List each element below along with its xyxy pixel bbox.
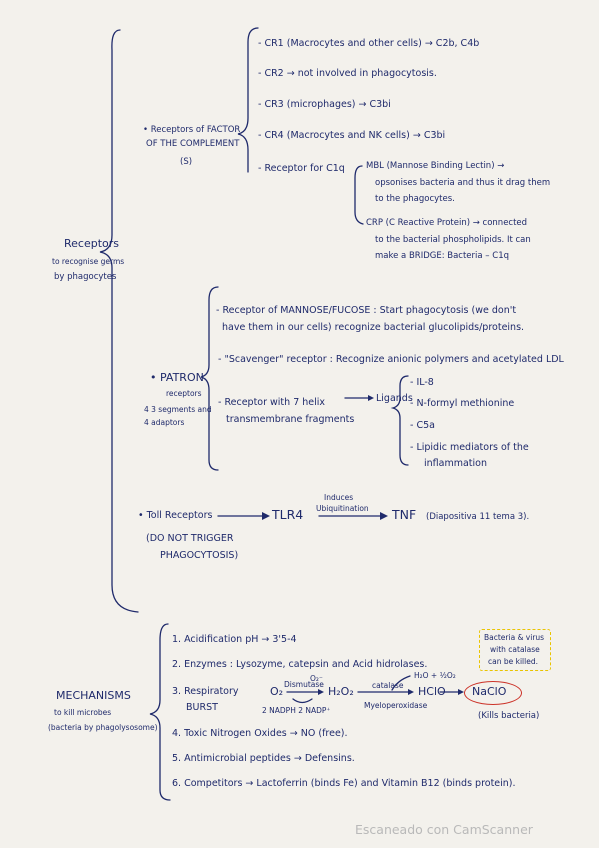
mechanism-4: 4. Toxic Nitrogen Oxides → NO (free).	[172, 728, 348, 739]
catalase-note-3: can be killed.	[488, 657, 538, 666]
cr3-line: - CR3 (microphages) → C3bi	[258, 99, 391, 110]
tnf-note: (Diapositiva 11 tema 3).	[426, 512, 530, 522]
receptors-title-1: Receptors	[64, 237, 120, 250]
h2o2-label: H₂O₂	[328, 685, 354, 698]
ligand-il8: - IL-8	[410, 377, 434, 388]
ligand-lipidic-2: inflammation	[424, 458, 487, 469]
kills-bacteria-label: (Kills bacteria)	[478, 711, 540, 721]
complement-label-2: OF THE COMPLEMENT	[146, 139, 240, 149]
crp-line-3: make a BRIDGE: Bacteria – C1q	[375, 251, 509, 261]
nadph-label: 2 NADPH 2 NADP⁺	[262, 706, 331, 715]
naclo-label: NaClO	[472, 685, 507, 698]
cr4-line: - CR4 (Macrocytes and NK cells) → C3bi	[258, 130, 446, 141]
catalase-label: catalase	[372, 681, 404, 690]
h2o-o2-label: H₂O + ½O₂	[414, 671, 456, 680]
mechanisms-title-1: MECHANISMS	[56, 689, 131, 702]
ligands-label: Ligands	[376, 393, 413, 404]
crp-line-2: to the bacterial phospholipids. It can	[375, 235, 531, 245]
bracket-receptors	[99, 29, 139, 613]
toll-note-2: PHAGOCYTOSIS)	[160, 550, 239, 561]
c1q-line: - Receptor for C1q	[258, 163, 345, 174]
bracket-c1q	[354, 165, 364, 225]
ligand-lipidic-1: - Lipidic mediators of the	[410, 442, 529, 453]
toll-note-1: (DO NOT TRIGGER	[146, 533, 234, 544]
camscanner-watermark: Escaneado con CamScanner	[355, 822, 533, 837]
respiratory-label-2: BURST	[186, 702, 218, 713]
catalase-note-2: with catalase	[490, 645, 540, 654]
respiratory-label-1: 3. Respiratory	[172, 686, 239, 697]
dismutase-label: Dismutase	[284, 680, 324, 689]
mechanisms-title-2: to kill microbes	[54, 708, 112, 717]
patron-label-4: 4 adaptors	[144, 418, 185, 427]
mechanisms-title-3: (bacteria by phagolysosome)	[48, 723, 158, 732]
patron-label-1: • PATRON	[150, 371, 204, 384]
mannose-line-2: have them in our cells) recognize bacter…	[222, 322, 525, 333]
seven-helix-line-2: transmembrane fragments	[226, 414, 355, 425]
bracket-mechanisms	[149, 623, 171, 801]
mbl-line-3: to the phagocytes.	[375, 194, 455, 204]
receptors-title-2: to recognise germs	[52, 257, 125, 266]
ubiquitination-label: Ubiquitination	[316, 504, 369, 513]
bracket-complement	[237, 27, 259, 173]
crp-line-1: CRP (C Reactive Protein) → connected	[366, 218, 528, 228]
patron-label-2: receptors	[166, 389, 202, 398]
ligand-nfmet: - N-formyl methionine	[410, 398, 515, 409]
ligand-c5a: - C5a	[410, 420, 435, 431]
toll-label: • Toll Receptors	[138, 510, 213, 521]
scavenger-line: - "Scavenger" receptor : Recognize anion…	[218, 354, 564, 365]
mannose-line-1: - Receptor of MANNOSE/FUCOSE : Start pha…	[216, 305, 517, 316]
mechanism-5: 5. Antimicrobial peptides → Defensins.	[172, 753, 355, 764]
bracket-ligands	[390, 375, 409, 466]
complement-label-1: • Receptors of FACTOR	[143, 125, 241, 135]
o2-minus-label: O₂⁻	[310, 674, 323, 683]
mechanism-1: 1. Acidification pH → 3'5-4	[172, 634, 297, 645]
receptors-title-3: by phagocytes	[54, 272, 117, 282]
bracket-patron	[200, 286, 219, 471]
cr1-line: - CR1 (Macrocytes and other cells) → C2b…	[258, 38, 480, 49]
naclo-circle	[464, 681, 522, 705]
tnf: TNF	[392, 507, 417, 522]
hclo-label: HClO	[418, 685, 446, 698]
mechanism-2: 2. Enzymes : Lysozyme, catepsin and Acid…	[172, 659, 428, 670]
mbl-line-2: opsonises bacteria and thus it drag them	[375, 178, 551, 188]
seven-helix-line-1: - Receptor with 7 helix	[218, 397, 326, 408]
mbl-line-1: MBL (Mannose Binding Lectin) →	[366, 161, 505, 171]
myeloperoxidase-label: Myeloperoxidase	[364, 701, 428, 710]
complement-label-3: (S)	[180, 157, 193, 167]
catalase-note-1: Bacteria & virus	[484, 633, 545, 642]
mechanism-6: 6. Competitors → Lactoferrin (binds Fe) …	[172, 778, 516, 789]
patron-label-3: 4 3 segments and	[144, 405, 212, 414]
induces-label: Induces	[324, 493, 354, 502]
cr2-line: - CR2 → not involved in phagocytosis.	[258, 68, 437, 79]
catalase-note-box	[479, 629, 551, 671]
o2-label: O₂	[270, 685, 284, 698]
tlr4: TLR4	[272, 507, 304, 522]
